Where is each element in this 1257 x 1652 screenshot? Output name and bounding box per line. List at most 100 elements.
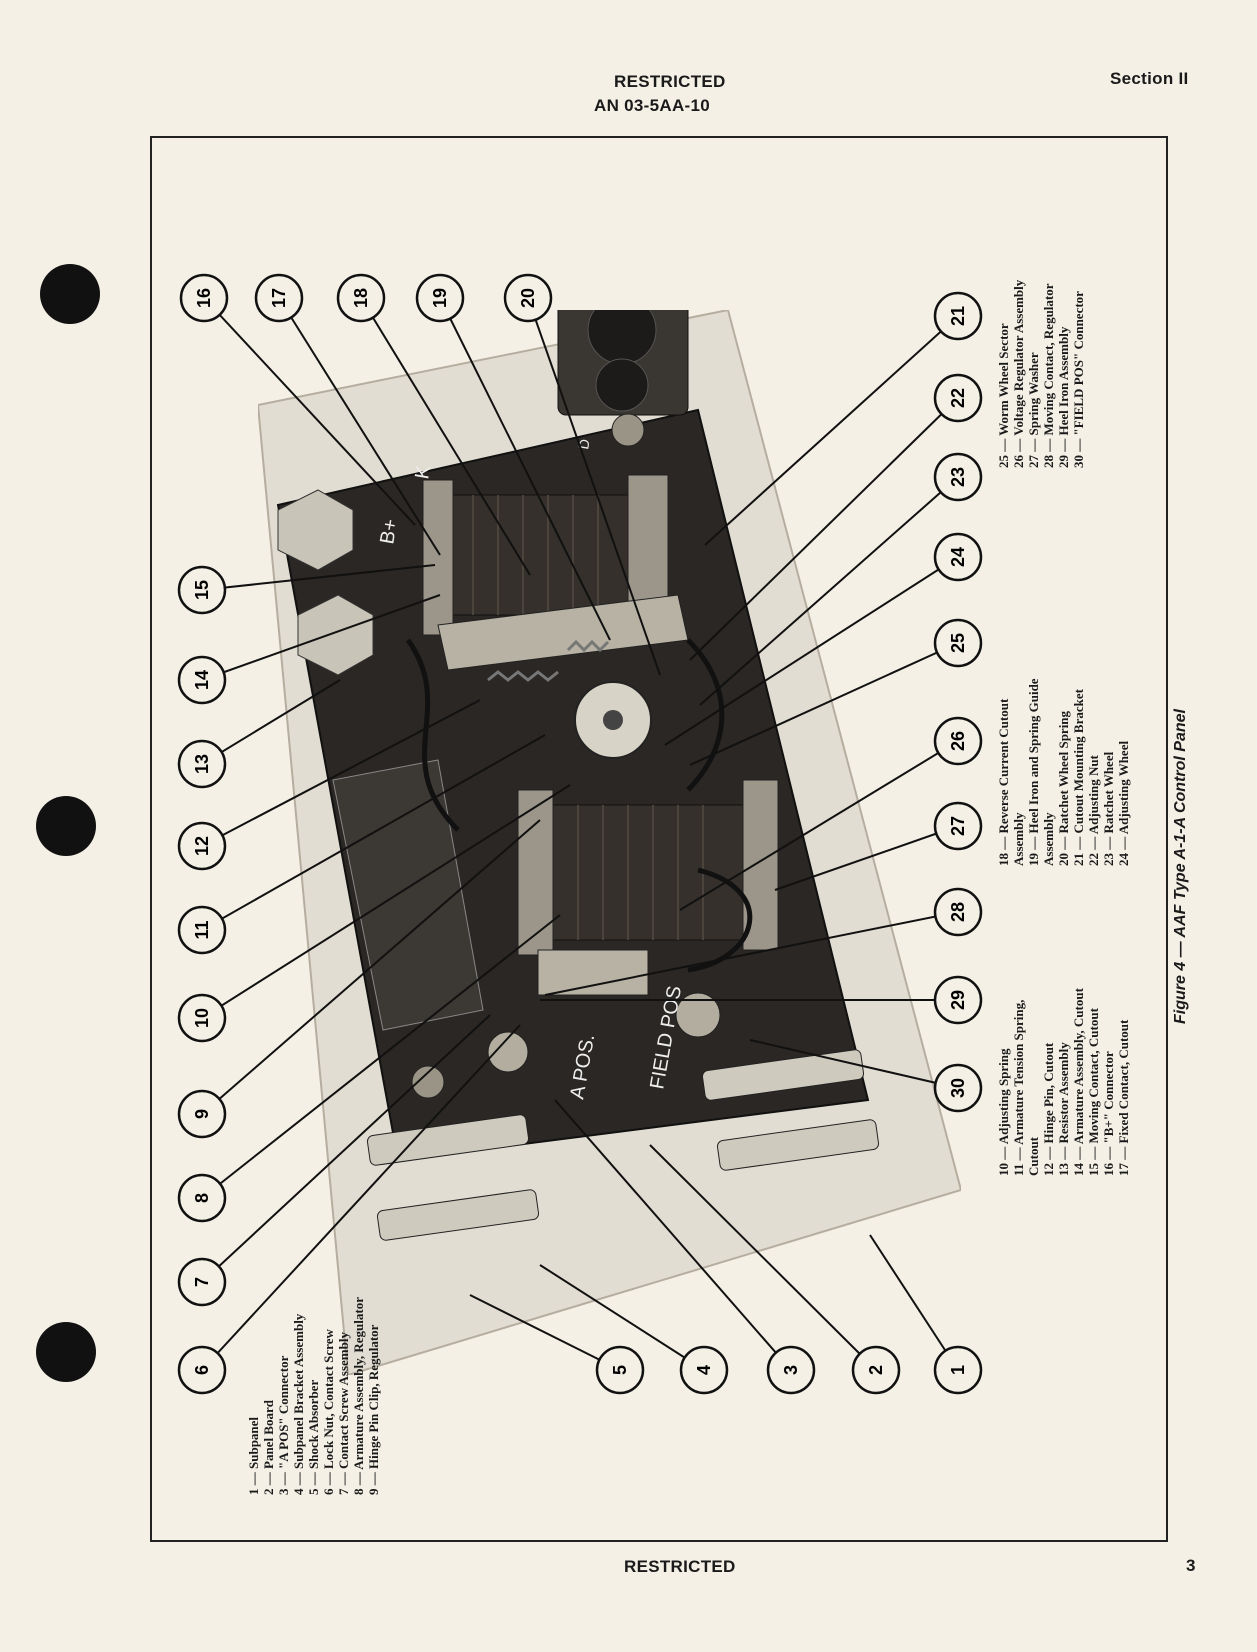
callout-number: 6 [192, 1365, 212, 1375]
legend-col1: 1 — Subpanel 2 — Panel Board 3 — "A POS"… [246, 1297, 381, 1495]
legend-item: 13 — Resistor Assembly [1056, 1042, 1071, 1176]
legend-col4: 25 — Worm Wheel Sector 26 — Voltage Regu… [996, 280, 1086, 468]
callout-number: 9 [192, 1109, 212, 1119]
legend-item: 11 — Armature Tension Spring, [1011, 999, 1026, 1176]
callout-circle [177, 1257, 227, 1307]
callout-number: 29 [948, 990, 968, 1010]
callout-circle [766, 1345, 816, 1395]
header-doc-number: AN 03-5AA-10 [594, 96, 711, 115]
binder-hole-middle [36, 796, 96, 856]
callout-circle [177, 655, 227, 705]
callout-circle [177, 1173, 227, 1223]
callout-circle [933, 532, 983, 582]
callout-number: 5 [610, 1365, 630, 1375]
legend-item: 21 — Cutout Mounting Bracket [1071, 689, 1086, 866]
legend-item: 22 — Adjusting Nut [1086, 755, 1101, 866]
callout-circle [179, 273, 229, 323]
callout-circle [415, 273, 465, 323]
legend-item: Assembly [1011, 812, 1026, 866]
header-section: Section II [1110, 69, 1189, 88]
callout-number: 7 [192, 1277, 212, 1287]
leader-line [201, 699, 481, 847]
callout-circle [933, 801, 983, 851]
legend-item: 10 — Adjusting Spring [996, 1048, 1011, 1176]
leader-line [649, 1144, 877, 1371]
legend-col3: 18 — Reverse Current Cutout Assembly 19 … [996, 678, 1131, 866]
legend-item: 1 — Subpanel [246, 1416, 261, 1495]
control-panel-photo: B+ K D A POS. FIELD POS [258, 310, 961, 1375]
callout-number: 4 [694, 1365, 714, 1375]
legend-item: 4 — Subpanel Bracket Assembly [291, 1313, 306, 1495]
figure-frame [150, 136, 1168, 1542]
callout-number: 3 [781, 1365, 801, 1375]
callout-number: 19 [430, 288, 450, 308]
leader-line [201, 1024, 521, 1371]
callout-circle [933, 291, 983, 341]
callout-number: 17 [269, 288, 289, 308]
callout-circle [933, 1063, 983, 1113]
callout-circle [177, 739, 227, 789]
callout-circle [336, 273, 386, 323]
callout-circle [933, 452, 983, 502]
callout-circle [933, 975, 983, 1025]
callout-number: 1 [948, 1365, 968, 1375]
leader-line [203, 297, 416, 526]
callout-number: 16 [194, 288, 214, 308]
leader-line [201, 594, 441, 681]
callout-circle [851, 1345, 901, 1395]
legend-item: 2 — Panel Board [261, 1400, 276, 1495]
figure-caption: Figure 4 — AAF Type A-1-A Control Panel [1172, 709, 1189, 1024]
callout-number: 15 [192, 580, 212, 600]
legend-item: 15 — Moving Contact, Cutout [1086, 1008, 1101, 1176]
legend-item: 3 — "A POS" Connector [276, 1355, 291, 1495]
callout-circle [933, 887, 983, 937]
legend-item: Assembly [1041, 812, 1056, 866]
callout-number: 28 [948, 902, 968, 922]
page-number: 3 [1186, 1556, 1196, 1575]
binder-hole-bottom [36, 1322, 96, 1382]
legend-item: 9 — Hinge Pin Clip, Regulator [366, 1324, 381, 1495]
leader-line [539, 1264, 705, 1371]
callout-circle [177, 821, 227, 871]
legend-item: Cutout [1026, 1136, 1041, 1176]
leader-line [689, 397, 959, 661]
leader-line [201, 1014, 491, 1283]
callout-circle [177, 993, 227, 1043]
leader-line [201, 914, 561, 1199]
callout-number: 20 [518, 288, 538, 308]
callout-number: 27 [948, 816, 968, 836]
callout-number: 22 [948, 388, 968, 408]
legend-item: 18 — Reverse Current Cutout [996, 698, 1011, 866]
leader-line [201, 734, 546, 931]
leader-line [201, 679, 341, 765]
legend-item: 6 — Lock Nut, Contact Screw [321, 1329, 336, 1495]
leader-line [689, 642, 959, 766]
legend-item: 14 — Armature Assembly, Cutout [1071, 988, 1086, 1176]
callout-circle [679, 1345, 729, 1395]
legend-item: 17 — Fixed Contact, Cutout [1116, 1019, 1131, 1176]
header-classification: RESTRICTED [614, 72, 726, 91]
callout-circle [177, 905, 227, 955]
callout-number: 18 [351, 288, 371, 308]
legend-item: 23 — Ratchet Wheel [1101, 751, 1116, 866]
leader-line [527, 297, 661, 676]
legend-item: 19 — Heel Iron and Spring Guide [1026, 678, 1041, 866]
callout-circle [933, 618, 983, 668]
legend-item: 25 — Worm Wheel Sector [996, 323, 1011, 468]
legend-item: 5 — Shock Absorber [306, 1379, 321, 1495]
callout-number: 11 [192, 920, 212, 939]
callout-circle [254, 273, 304, 323]
leader-line [201, 784, 571, 1019]
legend-item: 8 — Armature Assembly, Regulator [351, 1297, 366, 1495]
callout-number: 30 [948, 1078, 968, 1098]
callout-number: 8 [192, 1193, 212, 1203]
legend-item: 29 — Heel Iron Assembly [1056, 326, 1071, 468]
leader-line [544, 911, 959, 996]
leader-line [278, 297, 441, 556]
leader-line [774, 825, 959, 891]
callout-circle [503, 273, 553, 323]
leader-line [360, 297, 531, 576]
callout-number: 23 [948, 467, 968, 487]
callout-number: 24 [948, 547, 968, 567]
